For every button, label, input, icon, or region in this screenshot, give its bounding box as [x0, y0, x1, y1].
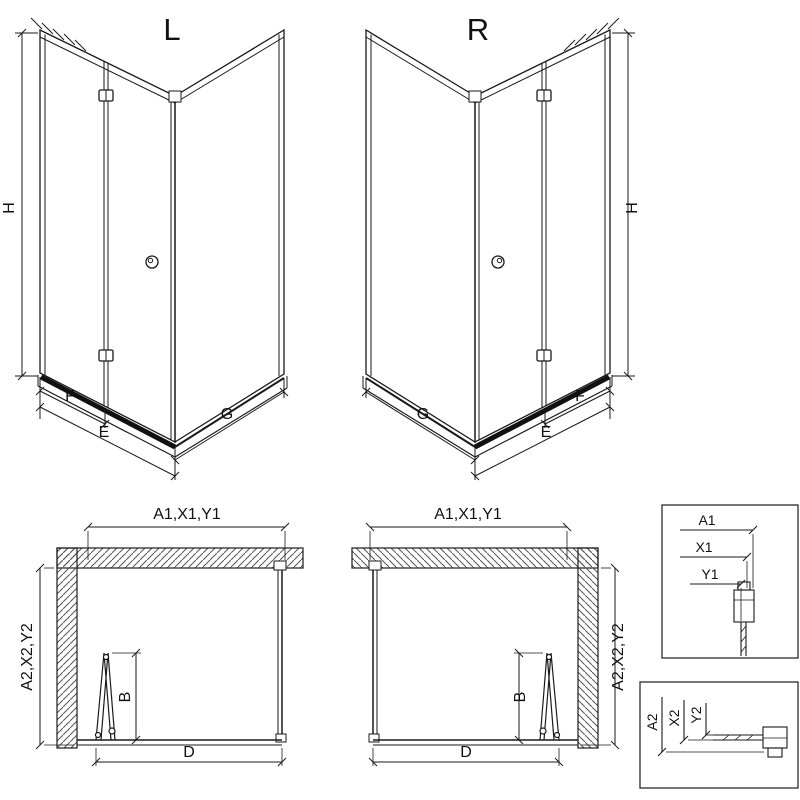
- detail-top-frame: [661, 504, 799, 659]
- dim-label-g-left: G: [221, 406, 233, 423]
- view-3d-left-geometry: [15, 18, 288, 480]
- plan-view-right: A1,X1,Y1 A2,X2,Y2 B D: [351, 506, 627, 767]
- dim-label-g-right: G: [417, 406, 429, 423]
- dim-label-h-left: H: [1, 202, 18, 214]
- inset-dim-x2: X2: [666, 709, 682, 726]
- view-l-title: L: [163, 12, 180, 47]
- dim-label-f-right: F: [575, 388, 585, 405]
- plan-l-dim-top: A1,X1,Y1: [153, 506, 221, 523]
- inset-dim-y1: Y1: [701, 566, 718, 582]
- plan-r-dim-b: B: [512, 692, 529, 703]
- dim-label-h-right: H: [624, 202, 641, 214]
- plan-view-right-geometry: [351, 522, 620, 767]
- plan-l-dim-b: B: [117, 692, 134, 703]
- view-3d-right: R H F E G: [362, 12, 641, 480]
- plan-r-dim-top: A1,X1,Y1: [434, 506, 502, 523]
- profile-section-top: [733, 581, 755, 656]
- plan-r-dim-side: A2,X2,Y2: [610, 623, 627, 691]
- inset-dim-x1: X1: [695, 539, 712, 555]
- inset-dim-y2: Y2: [688, 706, 704, 723]
- inset-dim-a2: A2: [644, 713, 660, 730]
- plan-view-left: A1,X1,Y1 A2,X2,Y2 B D: [19, 506, 304, 767]
- dim-label-e-right: E: [541, 424, 552, 441]
- view-3d-left: L H F E G: [1, 12, 288, 480]
- profile-section-bottom: [713, 726, 788, 758]
- plan-l-dim-d: D: [183, 744, 195, 761]
- inset-dim-a1: A1: [698, 512, 715, 528]
- plan-view-left-geometry: [35, 522, 304, 767]
- view-r-title: R: [467, 12, 489, 47]
- plan-l-dim-side: A2,X2,Y2: [19, 623, 36, 691]
- dim-label-f-left: F: [65, 388, 75, 405]
- detail-inset-bottom: A2 X2 Y2: [639, 681, 799, 789]
- dim-label-e-left: E: [99, 424, 110, 441]
- plan-r-dim-d: D: [460, 744, 472, 761]
- detail-inset-top: A1 X1 Y1: [661, 504, 799, 659]
- view-3d-right-geometry: [362, 18, 635, 480]
